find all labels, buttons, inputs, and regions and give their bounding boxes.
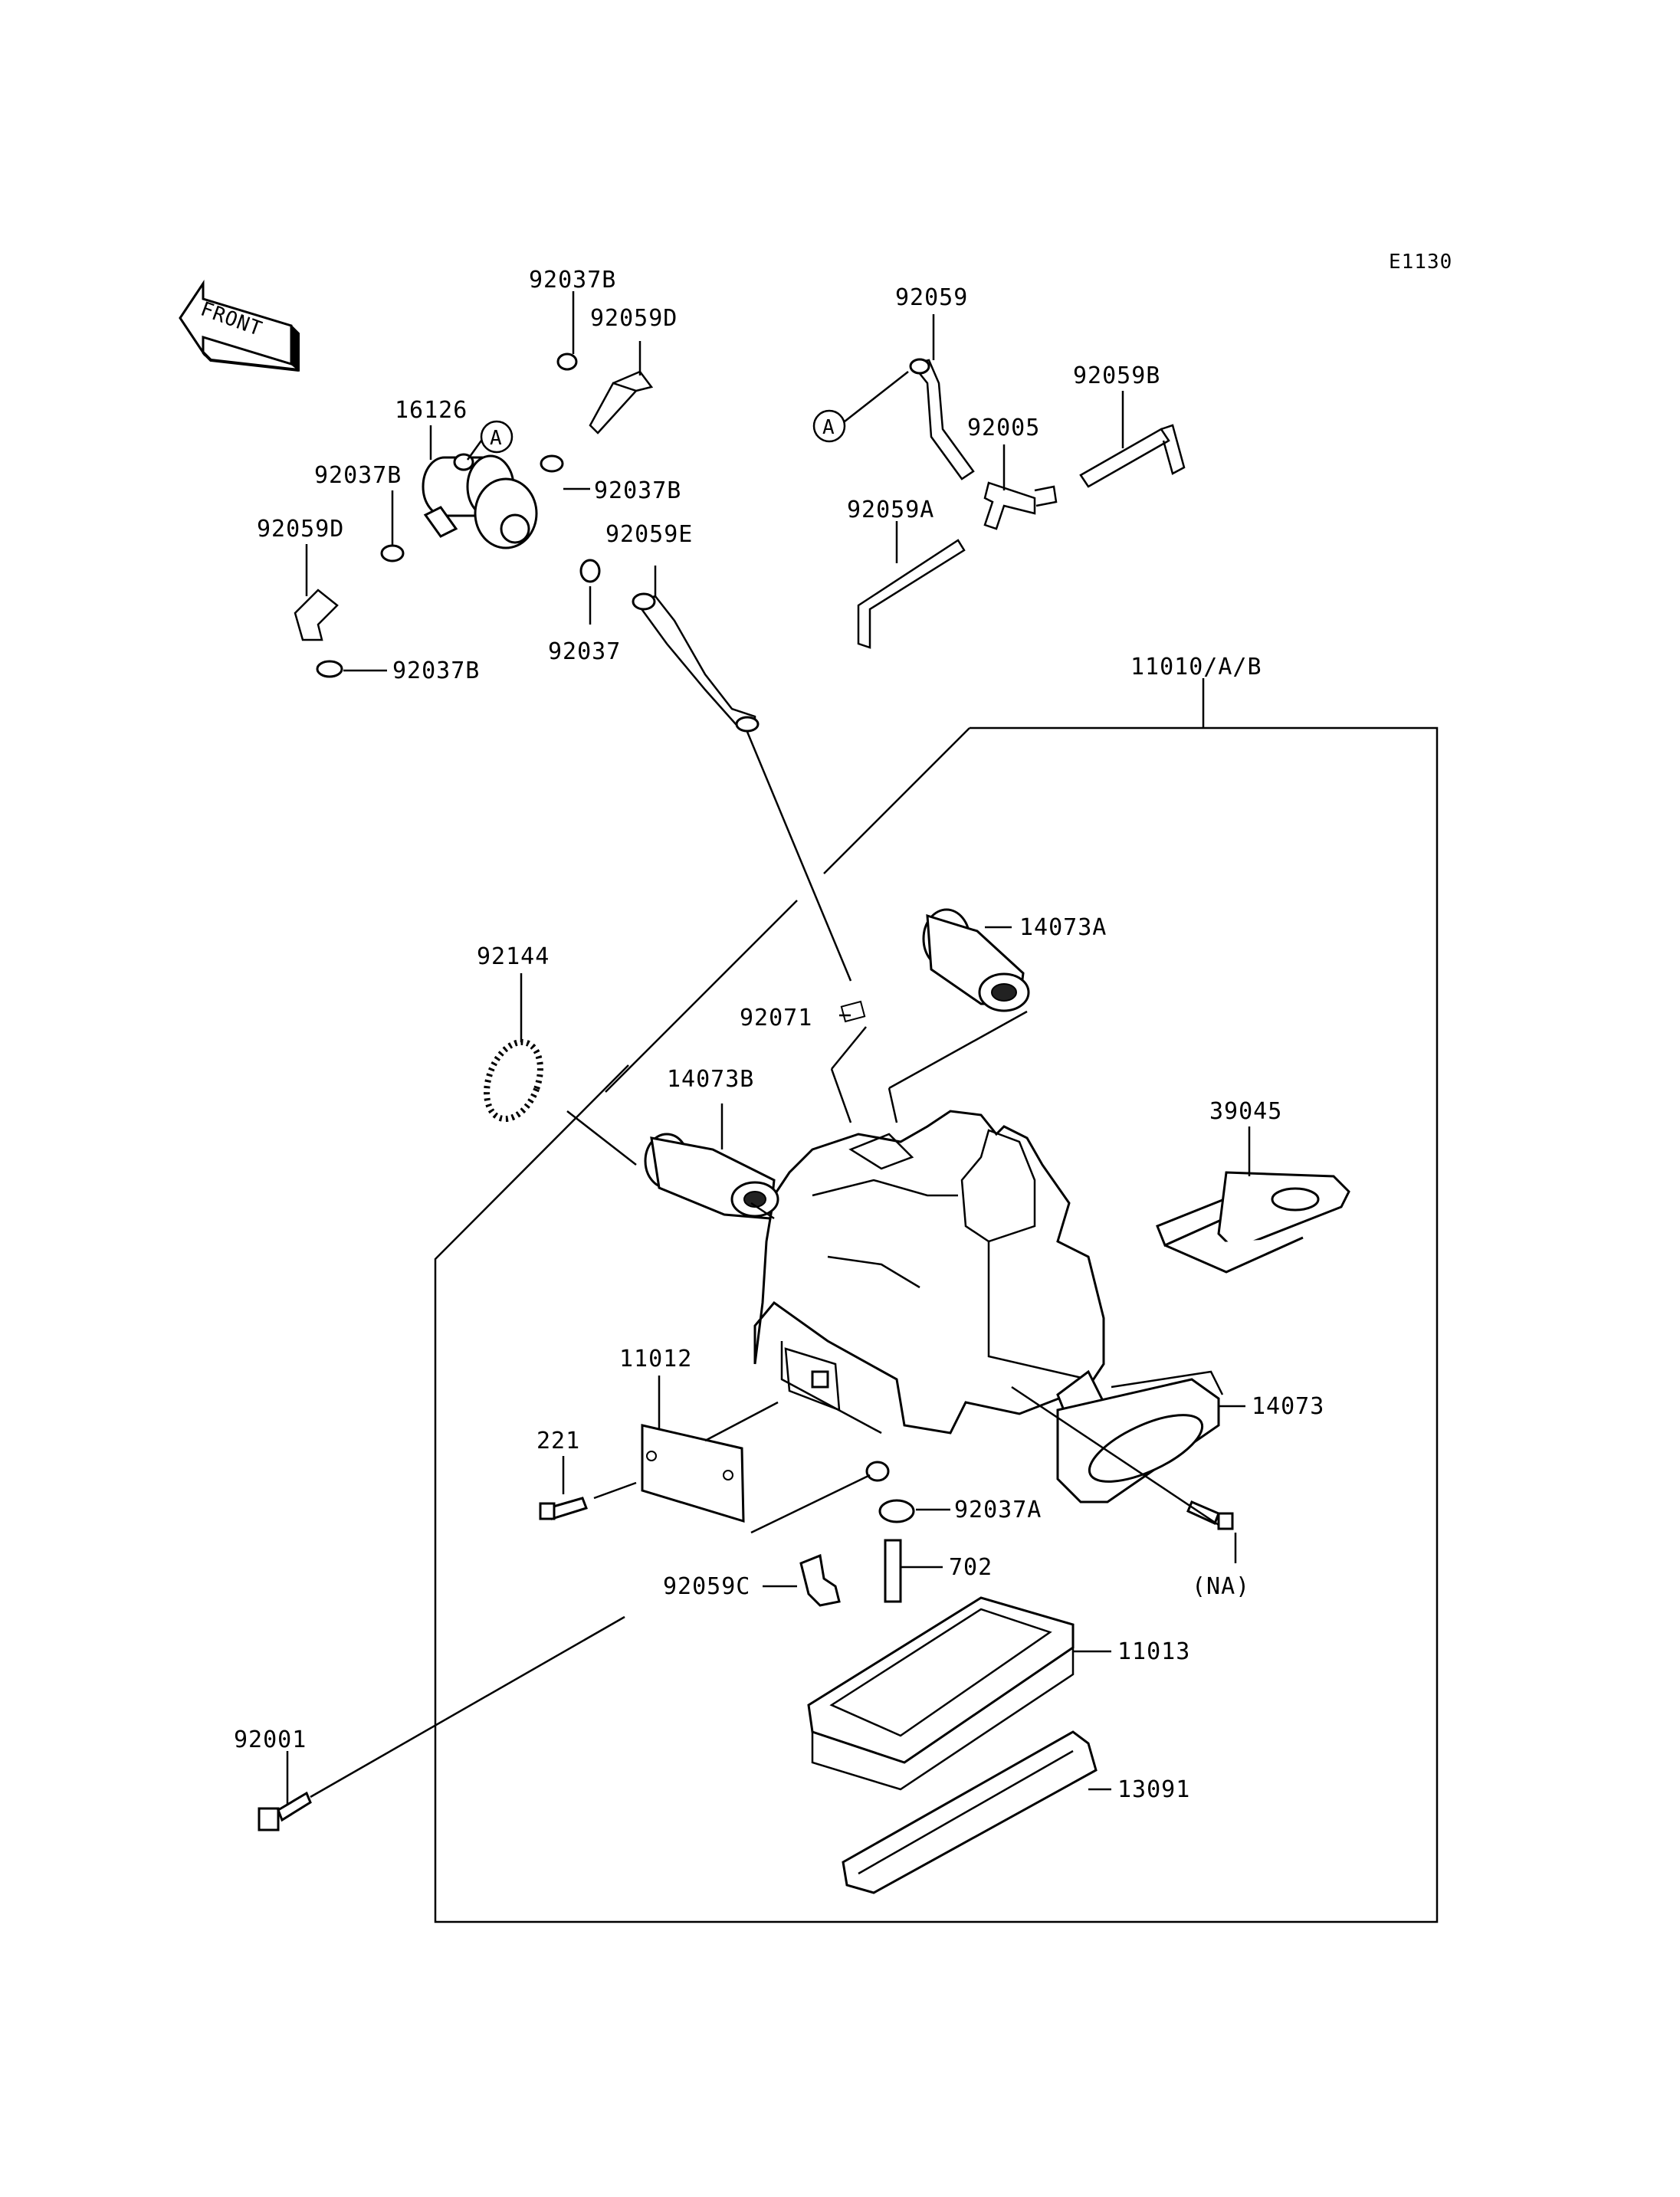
airbox-housing <box>753 1110 1105 1482</box>
part-14073-duct <box>1056 1369 1224 1503</box>
part-92144-spring <box>484 1038 543 1123</box>
label-16126: 16126 <box>395 397 468 424</box>
leaders-lower <box>286 926 1251 1805</box>
svg-text:A: A <box>822 416 835 439</box>
part-11013-element <box>807 1596 1075 1791</box>
label-39045: 39045 <box>1209 1098 1282 1125</box>
hose-92059A <box>857 539 966 649</box>
part-92059C-elbow <box>799 1553 841 1607</box>
hose-92059 <box>910 359 975 480</box>
hose-92059B <box>1079 428 1170 488</box>
joint-92005 <box>983 481 1036 530</box>
label-92037B-1: 92037B <box>529 267 616 293</box>
label-92059E: 92059E <box>605 521 693 548</box>
part-16126-valve <box>422 453 538 549</box>
leaders-top-left <box>305 291 852 982</box>
clamp-icon <box>316 353 601 678</box>
hose-92059D-upper <box>589 382 638 434</box>
label-11013: 11013 <box>1117 1638 1190 1665</box>
label-221: 221 <box>536 1428 580 1454</box>
label-92059A: 92059A <box>847 497 934 523</box>
label-11012: 11012 <box>619 1346 692 1372</box>
label-na: (NA) <box>1192 1573 1250 1600</box>
svg-text:A: A <box>490 427 503 450</box>
label-92059D-1: 92059D <box>590 305 678 332</box>
part-39045-plate <box>1156 1171 1350 1274</box>
label-92059D-2: 92059D <box>257 516 344 543</box>
label-92059C: 92059C <box>663 1573 750 1600</box>
label-92037B-3: 92037B <box>594 477 681 504</box>
part-92071-clip <box>840 1000 866 1023</box>
part-13091-strip <box>842 1730 1098 1894</box>
diagram-code: E1130 <box>1389 251 1452 274</box>
label-14073A: 14073A <box>1019 914 1107 941</box>
label-92037: 92037 <box>548 638 621 665</box>
label-92059B: 92059B <box>1073 362 1160 389</box>
callout-a-right: A <box>812 371 909 443</box>
hose-92059E <box>634 595 756 730</box>
label-13091: 13091 <box>1117 1776 1190 1803</box>
label-702: 702 <box>949 1554 993 1581</box>
part-221-screw <box>539 1497 588 1520</box>
part-14073A-duct <box>922 908 1030 1012</box>
callout-a-left: A <box>466 420 514 461</box>
part-14073B-duct <box>644 1133 779 1220</box>
label-92037A: 92037A <box>954 1497 1042 1523</box>
part-702-pipe <box>884 1539 902 1603</box>
assembly-outline <box>434 726 1439 1923</box>
part-na-screw <box>1186 1500 1234 1530</box>
label-92037B-2: 92037B <box>314 462 402 489</box>
part-11012-plate <box>641 1424 745 1523</box>
hose-92059D-lower <box>294 589 339 641</box>
label-92005: 92005 <box>967 415 1040 441</box>
label-14073B: 14073B <box>667 1066 754 1093</box>
label-11010AB: 11010/A/B <box>1130 654 1262 680</box>
label-14073: 14073 <box>1252 1393 1324 1420</box>
leaders-top-right <box>895 314 1205 728</box>
label-92037B-4: 92037B <box>392 657 480 684</box>
part-92037A-clip <box>878 1499 915 1523</box>
label-92059: 92059 <box>895 284 968 311</box>
front-arrow-icon: FRONT <box>179 280 300 372</box>
part-92001-bolt <box>258 1791 312 1831</box>
label-92001: 92001 <box>234 1726 307 1753</box>
label-92144: 92144 <box>477 943 550 970</box>
label-92071: 92071 <box>740 1005 812 1031</box>
